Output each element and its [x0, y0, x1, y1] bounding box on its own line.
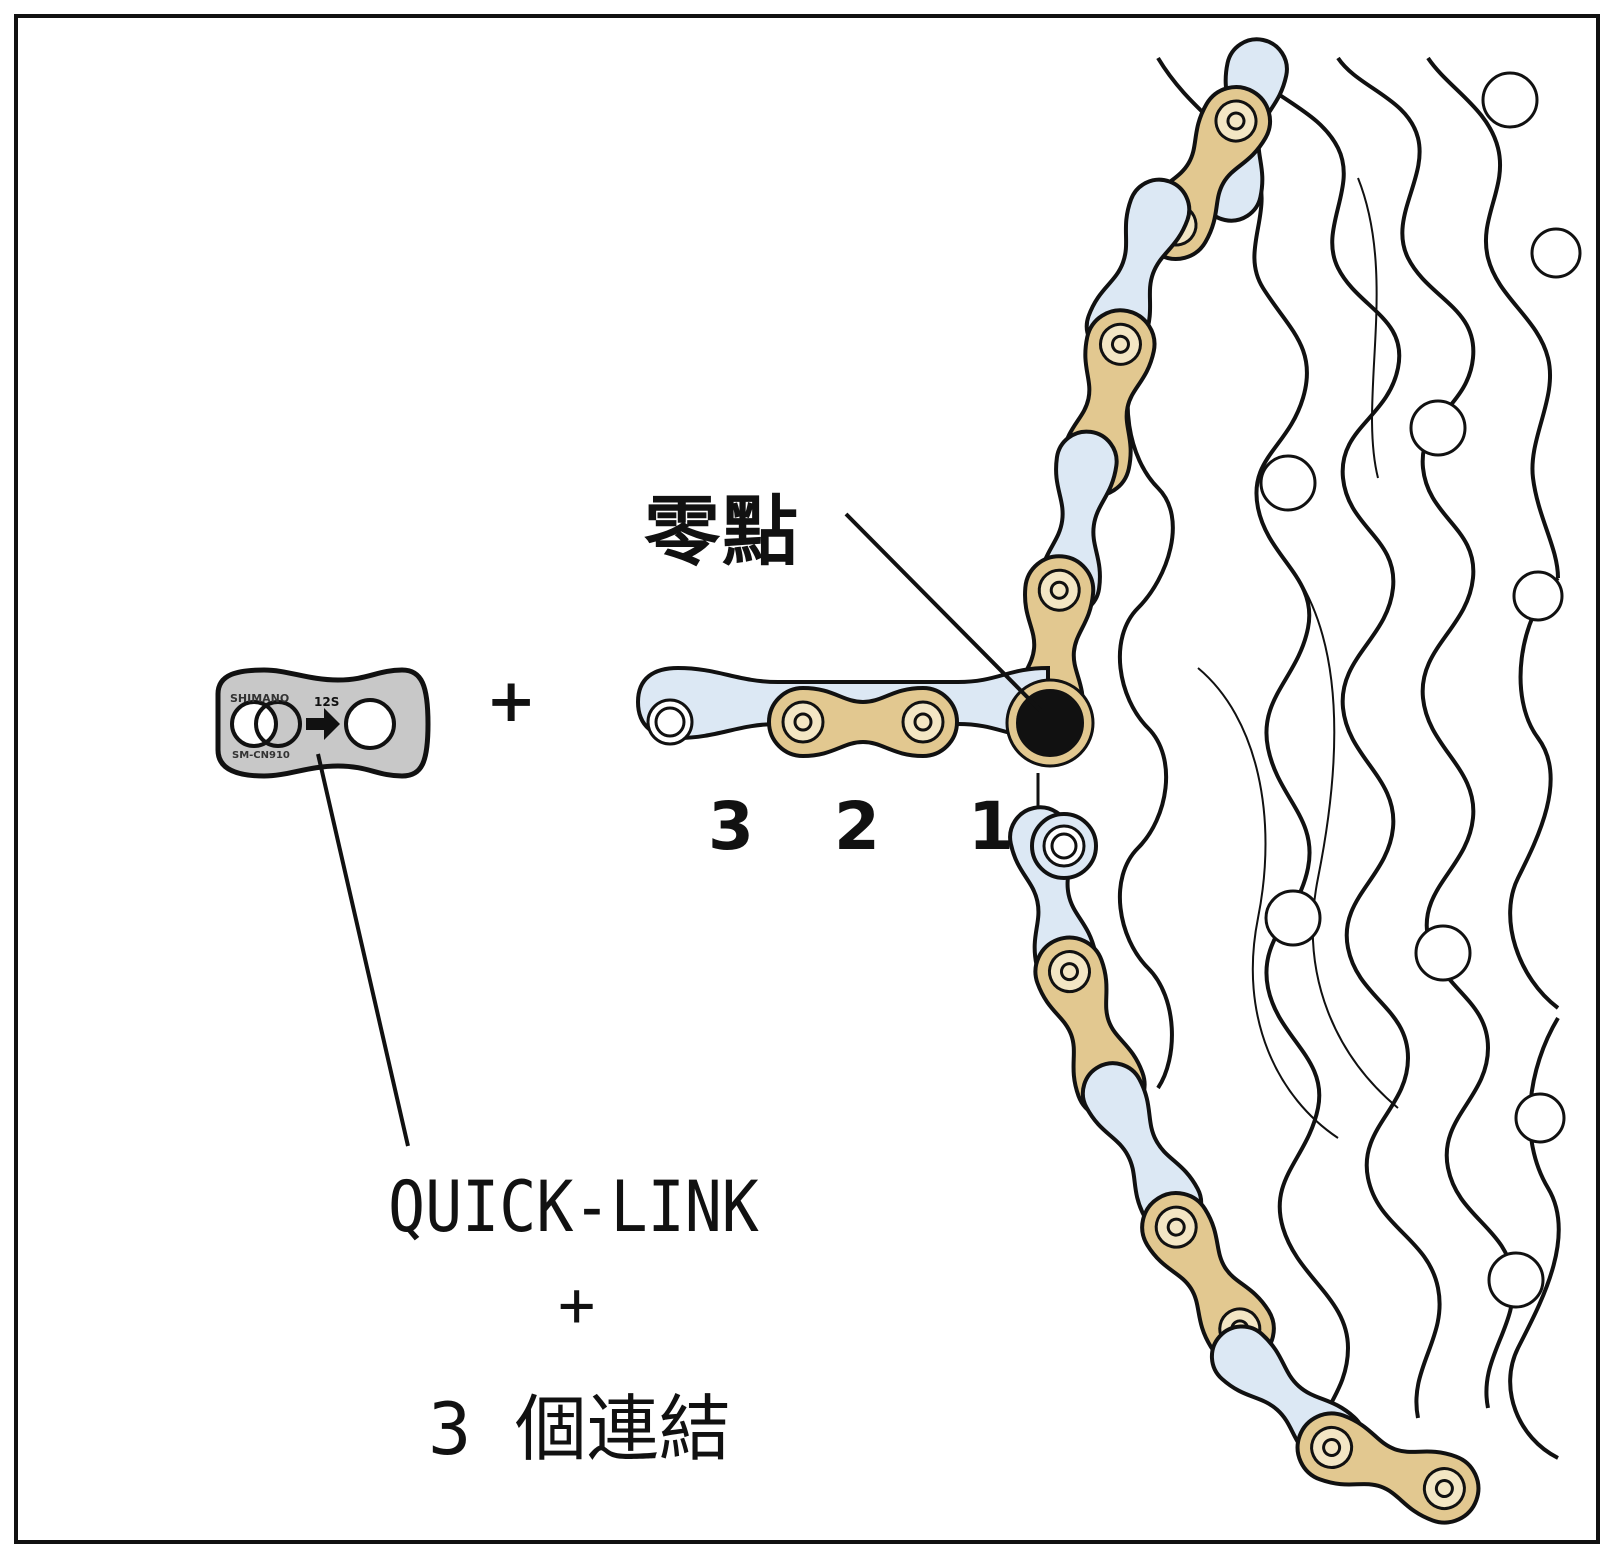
zero-point-label: 零點 — [644, 487, 800, 576]
diagram-canvas: SHIMANO 12S SM-CN910 — [215, 31, 1582, 1535]
quick-link-model: SM-CN910 — [232, 750, 290, 761]
link-number-3: 3 — [708, 788, 754, 865]
plus-sign-middle: + — [486, 666, 537, 736]
quick-link-brand: SHIMANO — [230, 692, 289, 705]
chain-segment-links — [635, 665, 1098, 880]
link-number-2: 2 — [834, 788, 880, 865]
plus-sign-bottom: + — [558, 1268, 596, 1341]
link-3-pin-icon — [646, 698, 694, 746]
quick-link-speed: 12S — [314, 695, 339, 709]
zero-point-leader-line — [844, 512, 1042, 712]
zero-point-roller-icon — [1008, 681, 1092, 765]
link-number-1: 1 — [968, 788, 1014, 865]
diagram-frame: SHIMANO 12S SM-CN910 零點 + 3 2 1 QUICK-LI… — [14, 14, 1600, 1544]
quick-link-part: SHIMANO 12S SM-CN910 — [215, 667, 431, 779]
cassette-sprockets — [1117, 56, 1561, 1460]
chain-on-cassette — [1002, 31, 1490, 1535]
three-links-label: 3 個連結 — [428, 1387, 731, 1471]
sprocket-holes — [1259, 71, 1582, 1309]
quick-link-label: QUICK-LINK — [388, 1166, 759, 1248]
quick-link-leader-line — [316, 753, 410, 1147]
arrow-right-icon — [306, 708, 340, 740]
